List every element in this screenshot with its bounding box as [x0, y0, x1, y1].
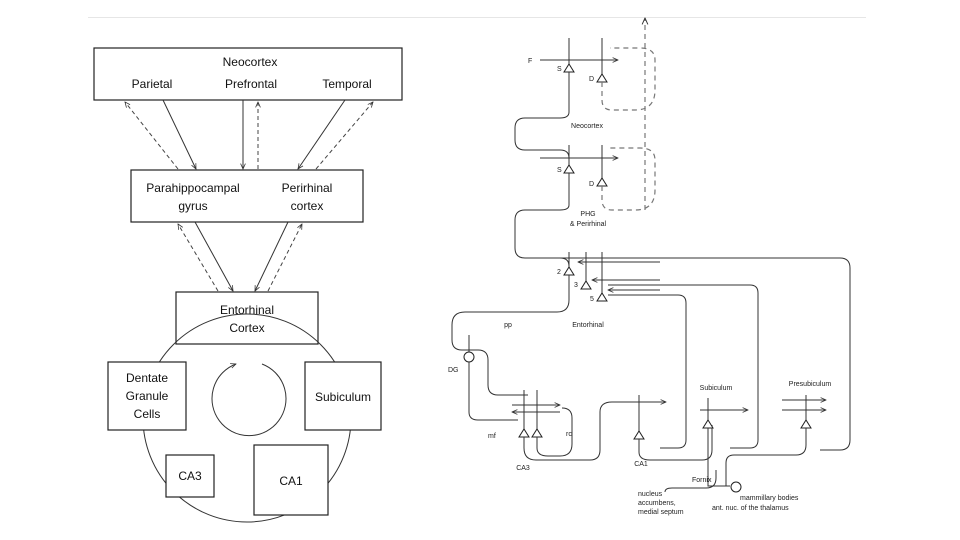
phg-d-label: D	[589, 181, 594, 188]
phg-to-entorhinal-line	[514, 173, 570, 267]
left-diagram: Neocortex Parietal Prefrontal Temporal P…	[93, 47, 403, 523]
ca3-label: CA3	[178, 469, 202, 483]
layer3-neuron-triangle	[580, 280, 592, 290]
dg-granule-cell	[463, 351, 475, 363]
neocortex-to-phg-line	[514, 72, 570, 159]
presubiculum-feedback-line	[545, 257, 851, 451]
neocortex-title: Neocortex	[223, 55, 278, 69]
perirhinal-to-temporal-arrow	[315, 102, 373, 170]
fornix-label: Fornix	[692, 477, 712, 484]
ca1-module-label: CA1	[634, 461, 648, 468]
phg-label-2: & Perirhinal	[570, 221, 607, 228]
phg-label-1: PHG	[580, 211, 595, 218]
mammillary-label-2: ant. nuc. of the thalamus	[712, 505, 789, 512]
parahippocampal-label-2: gyrus	[178, 199, 207, 213]
recurrent-collateral-line	[536, 407, 573, 457]
temporal-label: Temporal	[322, 77, 371, 91]
right-diagram: F S D Neocortex S D PHG & Perirhinal 2 3…	[448, 18, 851, 516]
ca3-neuron1-triangle	[518, 428, 530, 438]
mf-label: mf	[488, 433, 496, 440]
ca3-box	[165, 454, 215, 498]
ca3-module-label: CA3	[516, 465, 530, 472]
layer5-neuron-triangle	[596, 292, 608, 302]
neocortex-module-label: Neocortex	[571, 123, 603, 130]
f-label: F	[528, 58, 532, 65]
layer5-label: 5	[590, 296, 594, 303]
phg-s-neuron-triangle	[563, 164, 575, 174]
mammillary-target-circle	[730, 481, 742, 493]
schaffer-collateral-line	[523, 402, 666, 461]
subiculum-neuron-triangle	[702, 419, 714, 429]
entorhinal-to-phg-arrow	[178, 224, 219, 292]
dg-label: DG	[448, 367, 459, 374]
layer3-label: 3	[574, 282, 578, 289]
presubiculum-module-label: Presubiculum	[789, 381, 832, 388]
slide-top-divider	[88, 17, 866, 18]
dentate-label-1: Dentate	[126, 371, 168, 385]
entorhinal-label-2: Cortex	[229, 321, 264, 335]
layer2-neuron-triangle	[563, 266, 575, 276]
entorhinal-module-label: Entorhinal	[572, 322, 604, 329]
presubiculum-neuron-triangle	[800, 419, 812, 429]
subiculum-box	[304, 361, 382, 431]
phg-to-entorhinal-arrow	[194, 221, 233, 291]
nucleus-label-1: nucleus	[638, 491, 663, 498]
phg-dashed-loop	[601, 147, 656, 211]
mossy-fiber-line	[468, 362, 518, 421]
presubiculum-output-line	[725, 428, 807, 486]
perirhinal-label-2: cortex	[291, 199, 324, 213]
neocortex-dashed-loop	[601, 47, 656, 111]
ca1-feedback-line	[608, 294, 687, 449]
subiculum-label: Subiculum	[315, 390, 371, 404]
inner-loop-arrow	[211, 364, 287, 437]
dentate-label-3: Cells	[134, 407, 161, 421]
s-label: S	[557, 66, 562, 73]
dentate-label-2: Granule	[126, 389, 169, 403]
s-neuron-triangle	[563, 63, 575, 73]
ca1-label: CA1	[279, 474, 303, 488]
prefrontal-label: Prefrontal	[225, 77, 277, 91]
temporal-to-perirhinal-arrow	[298, 99, 346, 169]
nucleus-label-2: accumbens,	[638, 500, 676, 507]
ca1-box	[253, 444, 329, 516]
entorhinal-box	[175, 291, 319, 345]
ca3-neuron2-triangle	[531, 428, 543, 438]
perirhinal-to-entorhinal-arrow	[254, 221, 289, 291]
pp-label: pp	[504, 322, 512, 329]
d-label: D	[589, 76, 594, 83]
parahippocampal-perirhinal-box	[130, 169, 364, 223]
fornix-to-nucleus-line	[664, 470, 717, 493]
dentate-box	[107, 361, 187, 431]
ca1-to-subiculum-line	[638, 425, 713, 461]
phg-d-neuron-triangle	[596, 177, 608, 187]
mammillary-label-1: mammillary bodies	[740, 495, 799, 502]
d-neuron-triangle	[596, 73, 608, 83]
perirhinal-label-1: Perirhinal	[282, 181, 333, 195]
layer2-label: 2	[557, 269, 561, 276]
entorhinal-label-1: Entorhinal	[220, 303, 274, 317]
parietal-to-phg-arrow	[162, 99, 197, 169]
ca1-neuron-triangle	[633, 430, 645, 440]
nucleus-label-3: medial septum	[638, 509, 684, 516]
subiculum-feedback-line	[608, 284, 759, 449]
neocortex-box	[93, 47, 403, 101]
perforant-path-line	[451, 275, 570, 396]
phg-s-label: S	[557, 167, 562, 174]
parietal-label: Parietal	[132, 77, 173, 91]
entorhinal-to-perirhinal-arrow	[267, 224, 303, 292]
phg-to-parietal-arrow	[125, 102, 179, 170]
rc-label: rc	[566, 431, 572, 438]
subiculum-module-label: Subiculum	[700, 385, 733, 392]
parahippocampal-label-1: Parahippocampal	[146, 181, 239, 195]
